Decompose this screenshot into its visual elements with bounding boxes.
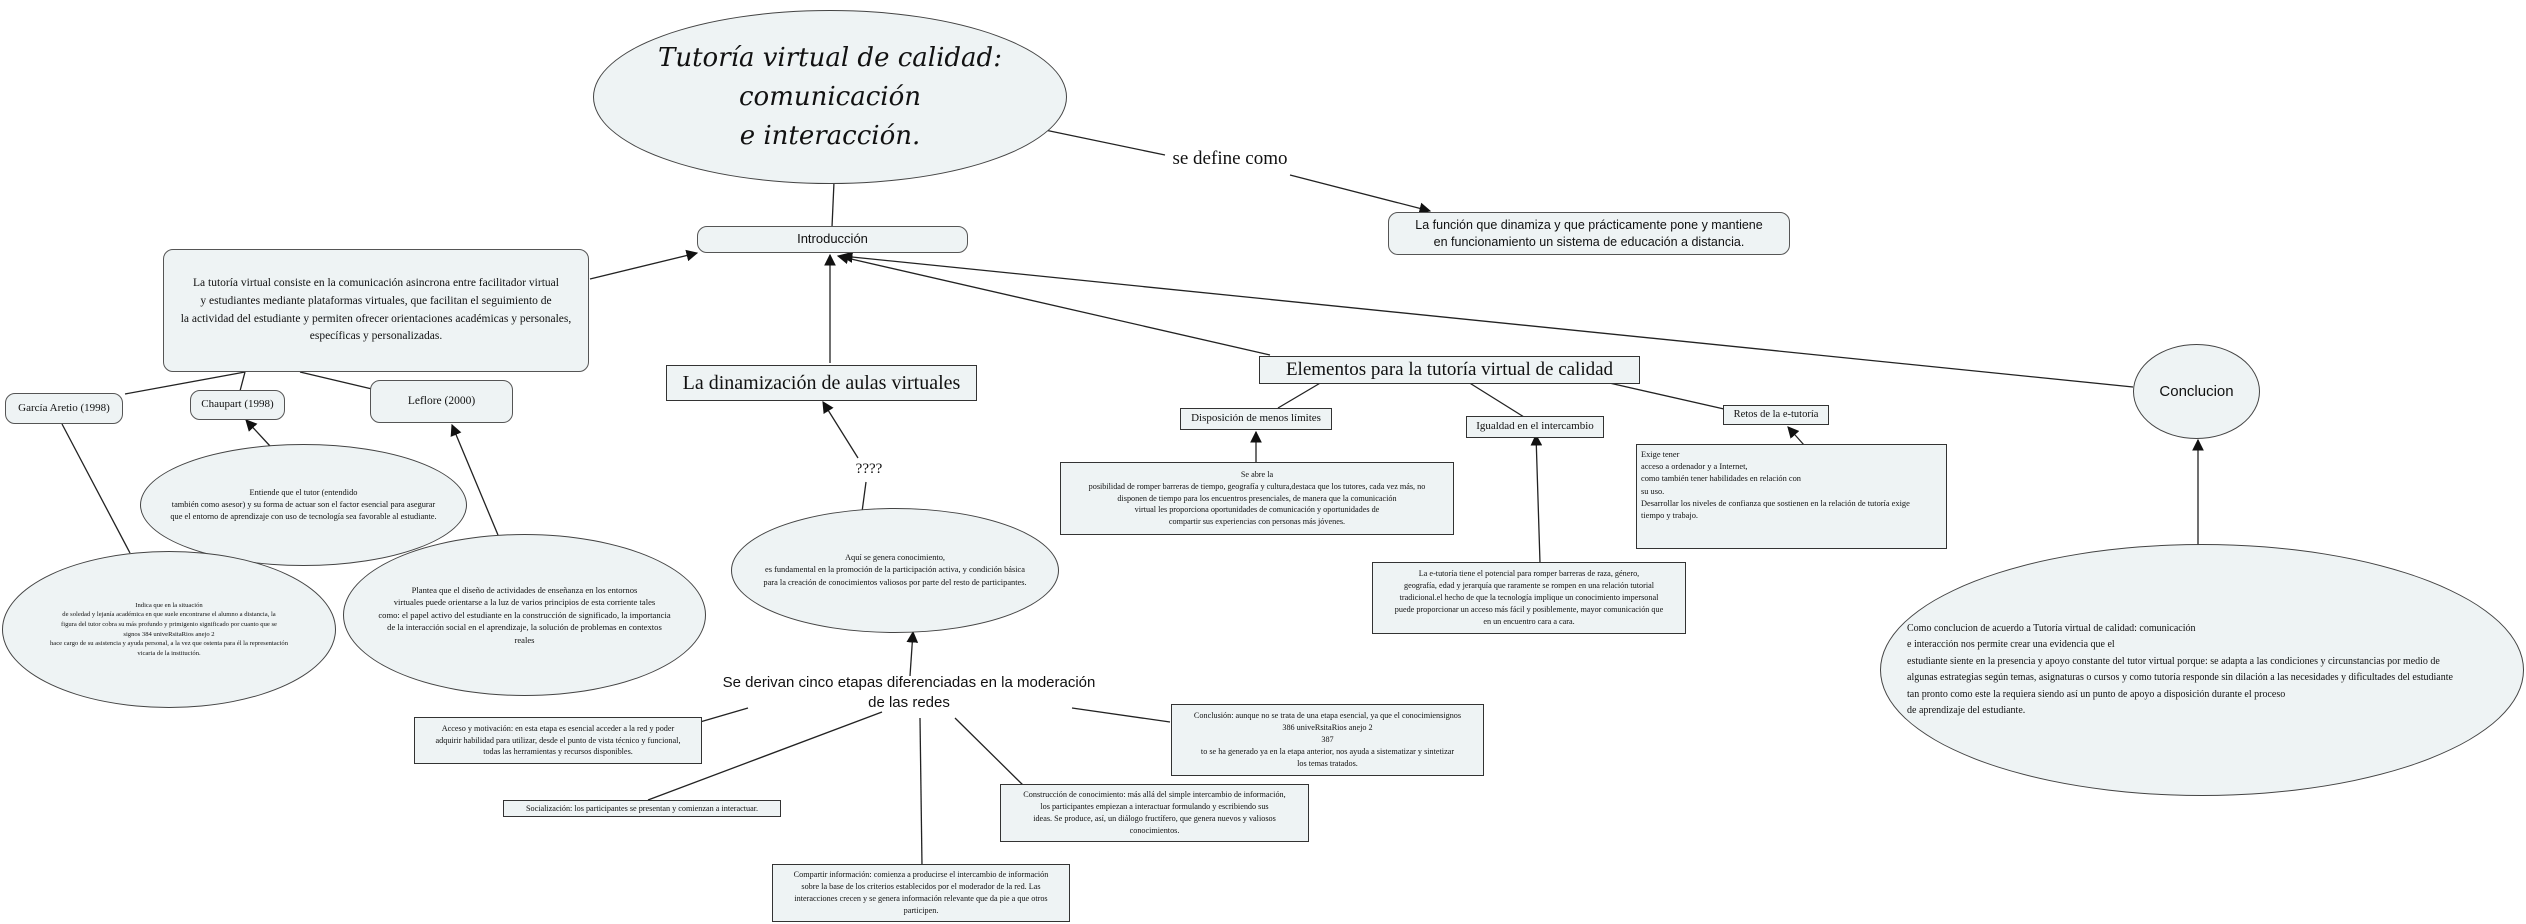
stage-compartir: Compartir información: comienza a produc… bbox=[772, 864, 1070, 922]
intro-text: Introducción bbox=[797, 231, 868, 247]
connector-etapas-compartir bbox=[919, 717, 923, 867]
retos-description-node: Exige tener acceso a ordenador y a Inter… bbox=[1636, 444, 1947, 549]
connector-garcia-text bbox=[61, 423, 131, 554]
intro-description-node: La tutoría virtual consiste en la comuni… bbox=[163, 249, 589, 372]
dinamizacion-node: La dinamización de aulas virtuales bbox=[666, 365, 977, 401]
retos-node: Retos de la e-tutoría bbox=[1723, 405, 1829, 425]
author-chaupart-text: Chaupart (1998) bbox=[201, 398, 274, 411]
define-label: se define como bbox=[1160, 142, 1300, 176]
connector-elementos-disposicion bbox=[1277, 381, 1323, 409]
conclusion-node: Conclucion bbox=[2133, 344, 2260, 439]
igualdad-text: Igualdad en el intercambio bbox=[1476, 420, 1594, 433]
intro-node: Introducción bbox=[697, 226, 968, 253]
connector-conclusion-intro bbox=[840, 251, 2134, 388]
connector-etapas-acceso bbox=[699, 707, 749, 723]
connector-introtext-intro bbox=[589, 249, 699, 280]
connector-etapas-socializacion bbox=[647, 711, 883, 801]
title-node: Tutoría virtual de calidad: comunicación… bbox=[593, 10, 1067, 184]
connector-chauparttext-chaupart bbox=[245, 419, 271, 447]
connector-introtext-leflore bbox=[299, 371, 373, 390]
author-garcia: García Aretio (1998) bbox=[5, 393, 123, 424]
conclusion-description-node: Como conclucion de acuerdo a Tutoría vir… bbox=[1880, 544, 2524, 796]
stage-construccion-text: Construcción de conocimiento: más allá d… bbox=[1023, 790, 1286, 835]
stage-construccion: Construcción de conocimiento: más allá d… bbox=[1000, 784, 1309, 842]
stage-acceso: Acceso y motivación: en esta etapa es es… bbox=[414, 717, 702, 764]
author-garcia-text: García Aretio (1998) bbox=[18, 401, 110, 414]
connector-elementos-retos bbox=[1604, 381, 1725, 410]
stage-conclusion: Conclusión: aunque no se trata de una et… bbox=[1171, 704, 1484, 776]
connector-question-dinamizacion bbox=[822, 401, 859, 459]
connector-introtext-chaupart bbox=[239, 371, 246, 392]
stage-conclusion-text: Conclusión: aunque no se trata de una et… bbox=[1193, 711, 1462, 768]
connector-etapas-aqui bbox=[906, 630, 919, 677]
question-text: ???? bbox=[855, 461, 883, 478]
etapas-node: Se derivan cinco etapas diferenciadas en… bbox=[716, 668, 1102, 718]
stage-socializacion: Socialización: los participantes se pres… bbox=[503, 800, 781, 817]
igualdad-description-text: La e-tutoría tiene el potencial para rom… bbox=[1394, 569, 1664, 626]
aqui-node: Aquí se genera conocimiento, es fundamen… bbox=[731, 508, 1059, 633]
question-node: ???? bbox=[846, 458, 892, 482]
connector-title-intro bbox=[831, 181, 835, 228]
retos-text: Retos de la e-tutoría bbox=[1733, 409, 1819, 421]
igualdad-node: Igualdad en el intercambio bbox=[1466, 416, 1604, 438]
leflore-description-text: Plantea que el diseño de actividades de … bbox=[378, 584, 671, 645]
definition-node: La función que dinamiza y que prácticame… bbox=[1388, 212, 1790, 255]
chaupart-description-node: Entiende que el tutor (entendido también… bbox=[140, 444, 467, 566]
elementos-node: Elementos para la tutoría virtual de cal… bbox=[1259, 356, 1640, 384]
intro-description-text: La tutoría virtual consiste en la comuni… bbox=[180, 276, 572, 343]
conclusion-text: Conclucion bbox=[2159, 382, 2234, 400]
disposicion-description-node: Se abre la posibilidad de romper barrera… bbox=[1060, 462, 1454, 535]
dinamizacion-text: La dinamización de aulas virtuales bbox=[682, 371, 961, 394]
stage-compartir-text: Compartir información: comienza a produc… bbox=[793, 870, 1049, 915]
connector-define-definition bbox=[1289, 174, 1432, 215]
disposicion-node: Disposición de menos límites bbox=[1180, 408, 1332, 430]
stage-acceso-text: Acceso y motivación: en esta etapa es es… bbox=[435, 723, 681, 757]
connector-etapas-construccion bbox=[954, 717, 1029, 791]
garcia-description-node: Indica que en la situación de soledad y … bbox=[2, 551, 336, 708]
retos-description-text: Exige tener acceso a ordenador y a Inter… bbox=[1641, 450, 1910, 520]
connector-elementos-intro bbox=[836, 252, 1271, 356]
connector-elementos-igualdad bbox=[1467, 381, 1525, 418]
title-text: Tutoría virtual de calidad: comunicación… bbox=[658, 42, 1002, 151]
etapas-text: Se derivan cinco etapas diferenciadas en… bbox=[722, 673, 1096, 711]
author-chaupart: Chaupart (1998) bbox=[190, 390, 285, 420]
connector-introtext-garcia bbox=[124, 371, 246, 395]
disposicion-description-text: Se abre la posibilidad de romper barrera… bbox=[1088, 469, 1426, 527]
igualdad-description-node: La e-tutoría tiene el potencial para rom… bbox=[1372, 562, 1686, 634]
chaupart-description-text: Entiende que el tutor (entendido también… bbox=[170, 487, 437, 522]
definition-text: La función que dinamiza y que prácticame… bbox=[1415, 218, 1763, 249]
define-label-text: se define como bbox=[1172, 148, 1288, 170]
disposicion-text: Disposición de menos límites bbox=[1191, 412, 1321, 425]
author-leflore: Leflore (2000) bbox=[370, 380, 513, 423]
aqui-text: Aquí se genera conocimiento, es fundamen… bbox=[763, 553, 1027, 587]
connector-igualtext-igualdad bbox=[1530, 433, 1543, 564]
connector-retostext-retos bbox=[1787, 426, 1805, 446]
connector-title-define bbox=[1044, 129, 1166, 156]
leflore-description-node: Plantea que el diseño de actividades de … bbox=[343, 534, 706, 696]
connector-leflore-text bbox=[450, 423, 499, 536]
stage-socializacion-text: Socialización: los participantes se pres… bbox=[525, 803, 759, 813]
conclusion-description-text: Como conclucion de acuerdo a Tutoría vir… bbox=[1907, 622, 2453, 717]
garcia-description-text: Indica que en la situación de soledad y … bbox=[49, 601, 289, 657]
elementos-text: Elementos para la tutoría virtual de cal… bbox=[1285, 359, 1614, 381]
author-leflore-text: Leflore (2000) bbox=[407, 395, 476, 408]
connector-etapas-conclusion bbox=[1071, 707, 1171, 723]
